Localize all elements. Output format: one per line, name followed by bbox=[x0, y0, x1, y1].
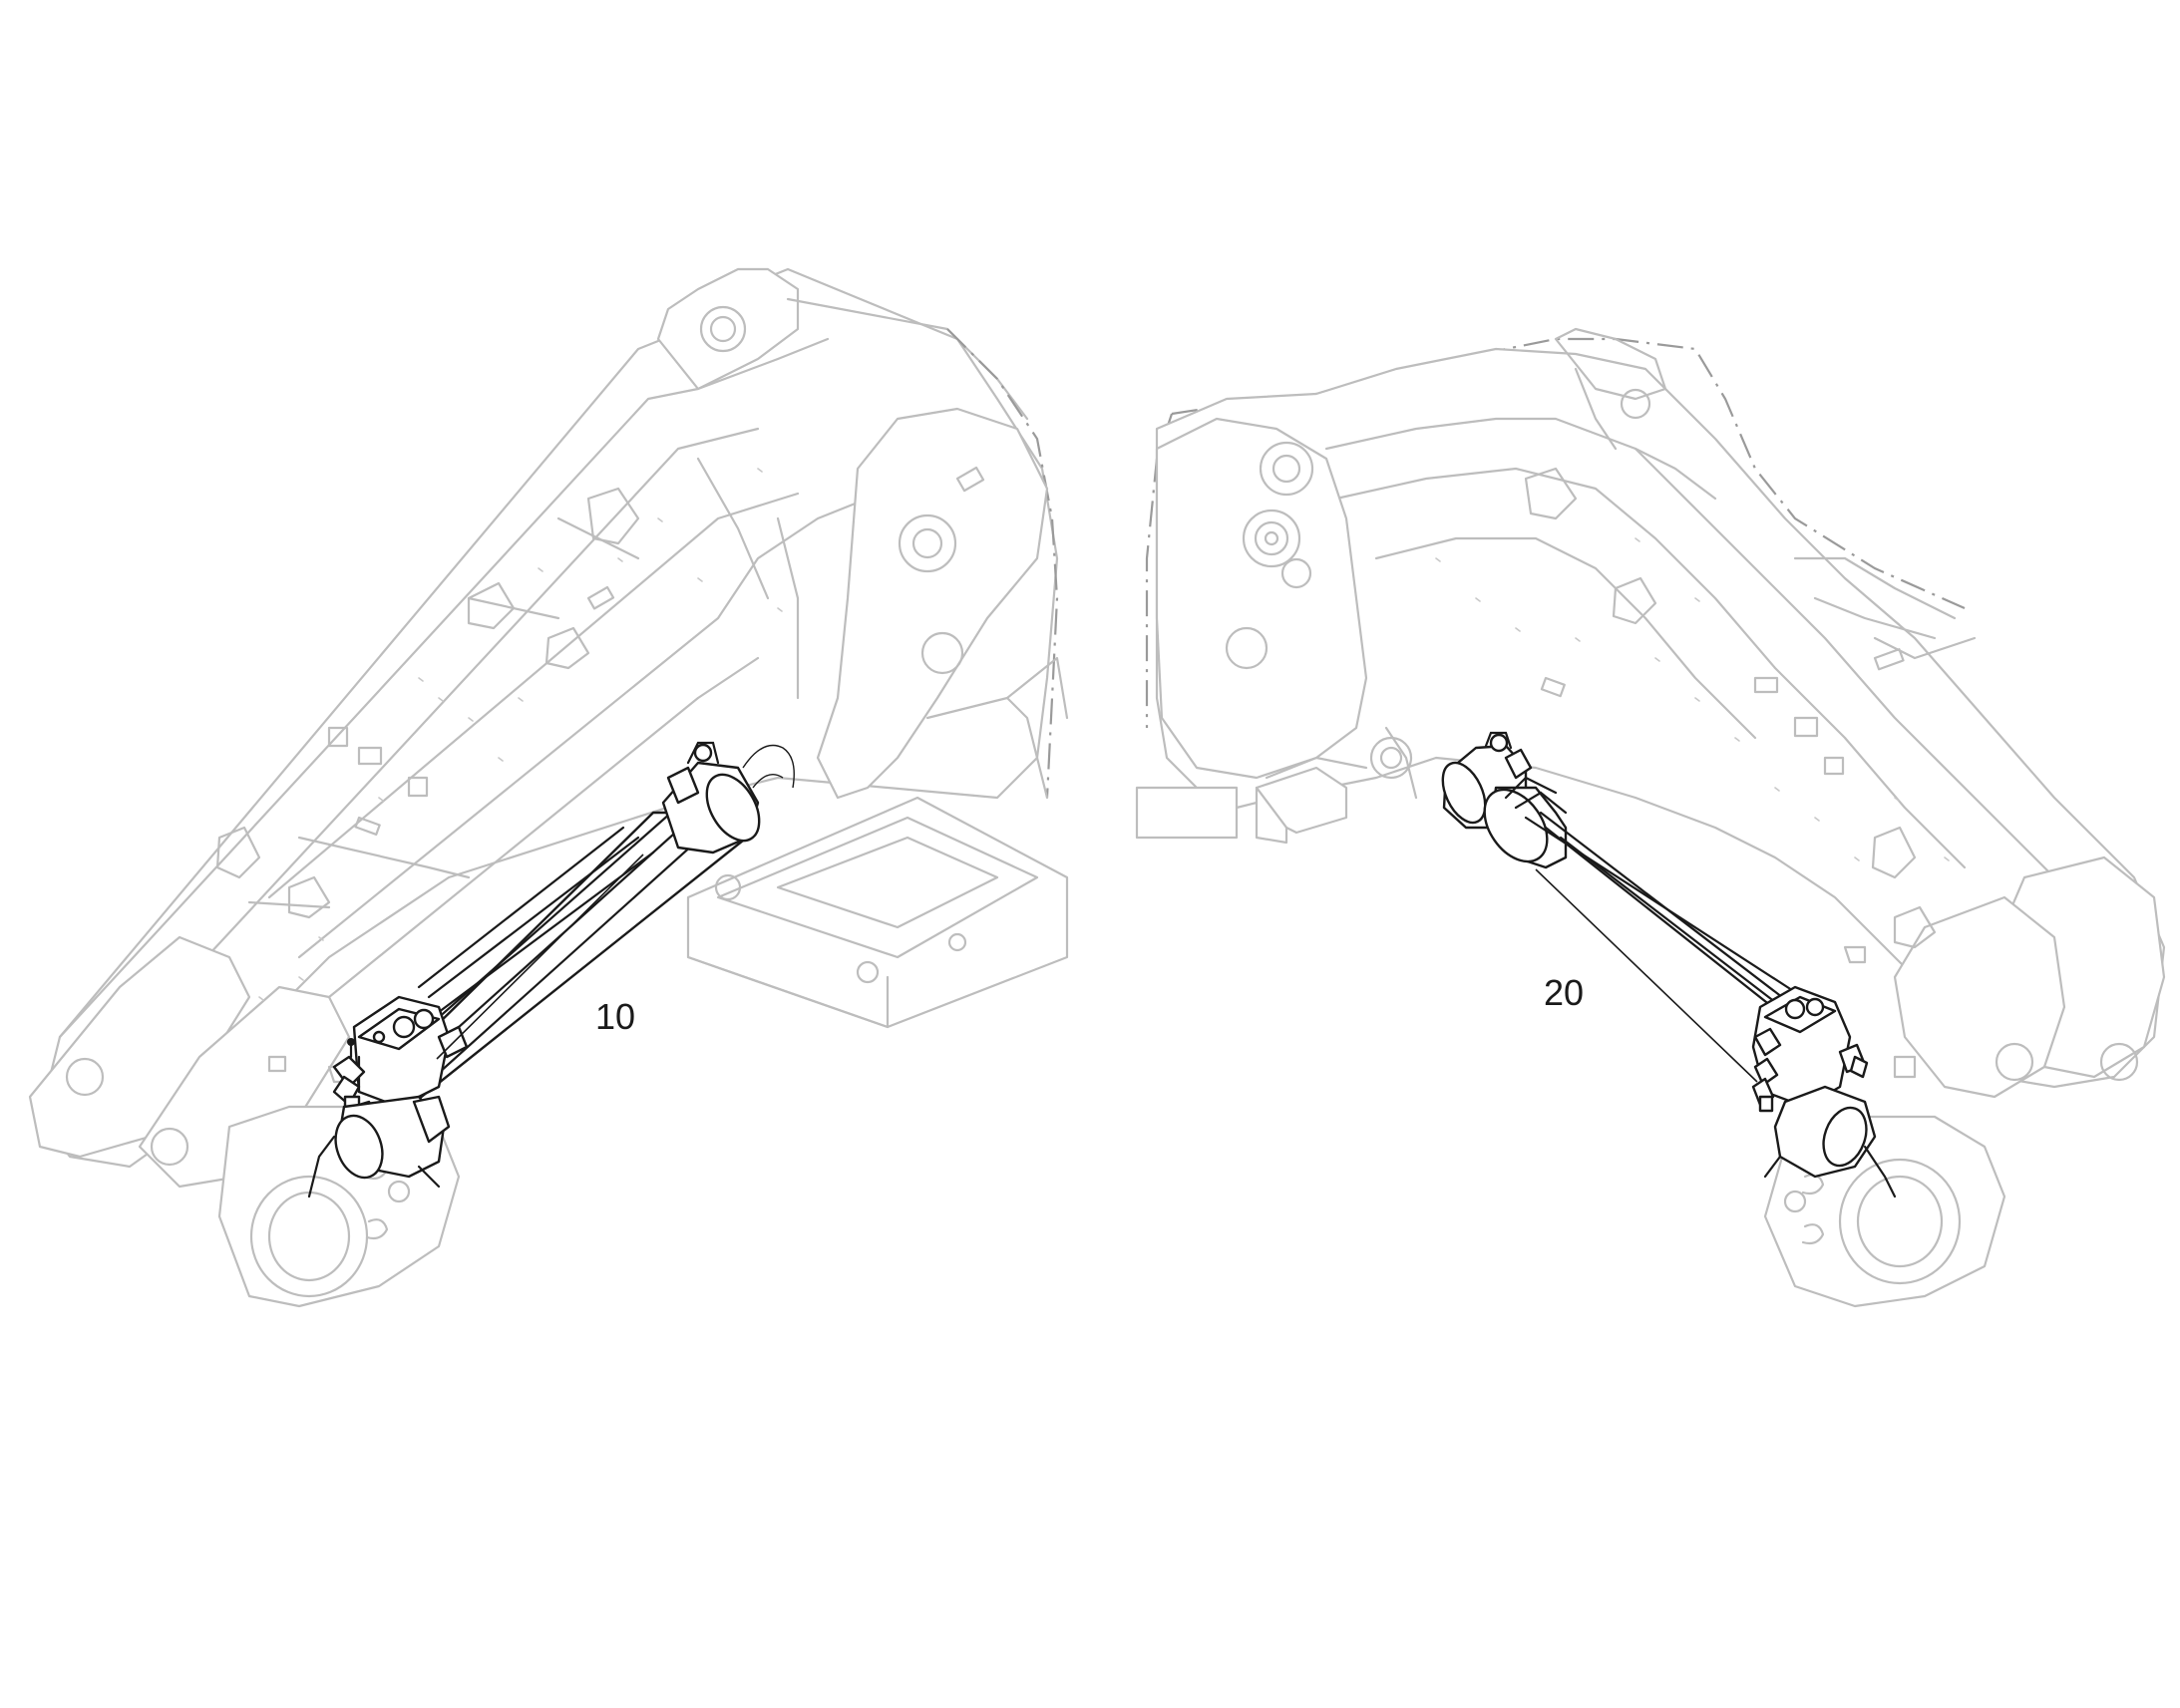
left-boom-frame bbox=[28, 267, 1069, 1308]
left-hydraulic-cylinder bbox=[307, 741, 795, 1198]
callout-label-left: 10 bbox=[595, 996, 635, 1037]
left-callout-leader bbox=[436, 854, 644, 1060]
right-boom-frame bbox=[1135, 327, 2166, 1308]
left-boom-assembly: 10 bbox=[28, 267, 1069, 1308]
right-boom-assembly: 20 bbox=[1135, 327, 2166, 1308]
callout-label-right: 20 bbox=[1544, 972, 1584, 1013]
right-hydraulic-cylinder bbox=[1441, 731, 1897, 1198]
right-callout-leader bbox=[1535, 868, 1758, 1083]
